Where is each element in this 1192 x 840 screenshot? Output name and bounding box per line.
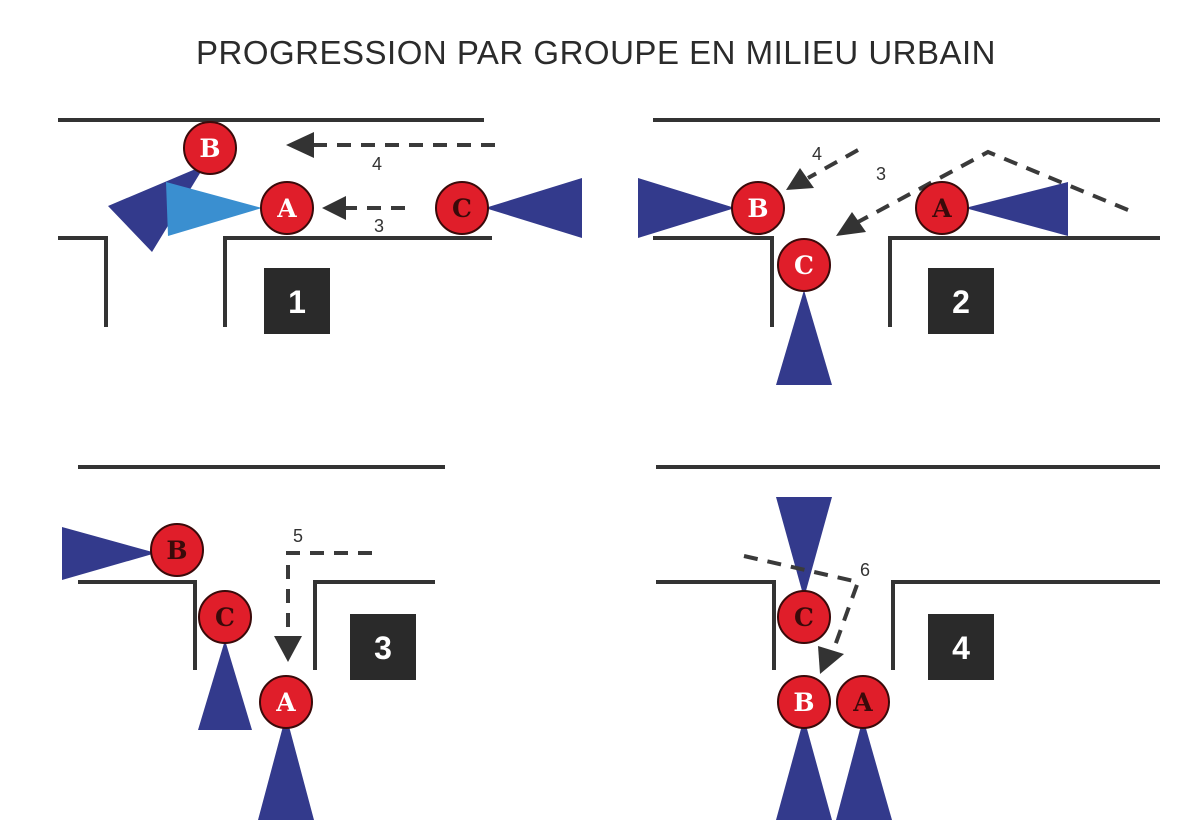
member-a-cone [836, 718, 892, 820]
panel-1-member-b: B [183, 121, 237, 175]
member-label: A [852, 688, 873, 717]
panel-2-walls [653, 118, 1160, 327]
panel-3-number: 3 [374, 630, 392, 666]
panel-2-step-3: 3 [876, 164, 886, 184]
member-a-cone [965, 182, 1068, 236]
panel-4-path-6: 6 [743, 554, 870, 674]
panel-4-member-c: C [777, 590, 831, 644]
panel-4-walls [656, 465, 1160, 670]
panel-2-number: 2 [952, 284, 970, 320]
panel-2-member-b: B [731, 181, 785, 235]
panel-1-badge: 1 [264, 268, 330, 334]
member-label: B [793, 688, 814, 717]
member-label: C [215, 603, 235, 632]
panel-1: 4 3 B A C 1 [58, 118, 582, 334]
member-label: A [276, 194, 297, 223]
panel-3: 5 B C A 3 [62, 465, 445, 820]
panel-1-step-1: 3 [374, 216, 384, 236]
member-b-cone [638, 178, 735, 238]
panel-4-number: 4 [952, 630, 970, 666]
panel-1-walls [58, 118, 492, 327]
member-label: B [166, 536, 187, 565]
panel-2-path-3: 3 [836, 149, 1129, 236]
panel-2: 3 4 B C A 2 [638, 118, 1160, 385]
member-label: B [747, 194, 768, 223]
panel-1-path-1: 3 [322, 196, 405, 236]
panel-1-path-2: 4 [286, 132, 495, 174]
member-c-cone [776, 290, 832, 385]
member-c-cone [198, 640, 252, 730]
panel-2-step-4: 4 [812, 144, 822, 164]
panel-1-step-2: 4 [372, 154, 382, 174]
panel-4-member-b: B [777, 675, 831, 729]
panel-3-member-b: B [150, 523, 204, 577]
panel-4-badge: 4 [928, 614, 994, 680]
panel-3-walls [78, 465, 445, 670]
member-a-cone [166, 182, 262, 236]
panel-3-step-5: 5 [293, 526, 303, 546]
panel-4-member-a: A [836, 675, 890, 729]
member-c-cone [485, 178, 582, 238]
member-label: A [931, 194, 952, 223]
panel-2-member-a: A [915, 181, 969, 235]
panel-3-member-a: A [259, 675, 313, 729]
member-label: C [794, 251, 814, 280]
panel-4-step-6: 6 [860, 560, 870, 580]
member-label: B [199, 134, 220, 163]
member-label: C [794, 603, 814, 632]
member-label: C [452, 194, 472, 223]
panel-3-badge: 3 [350, 614, 416, 680]
panel-2-member-c: C [777, 238, 831, 292]
member-b-cone [776, 718, 832, 820]
panel-4: 6 C B A 4 [656, 465, 1160, 820]
panel-1-member-a: A [260, 181, 314, 235]
panel-3-member-c: C [198, 590, 252, 644]
panel-2-path-4: 4 [786, 144, 859, 190]
member-c-cone [776, 497, 832, 598]
panel-3-path-5: 5 [274, 526, 372, 662]
member-a-cone [258, 715, 314, 820]
panel-1-member-c: C [435, 181, 489, 235]
member-label: A [275, 688, 296, 717]
panel-1-number: 1 [288, 284, 306, 320]
diagram-title: PROGRESSION PAR GROUPE EN MILIEU URBAIN [195, 34, 997, 71]
panel-2-badge: 2 [928, 268, 994, 334]
member-b-cone [62, 527, 156, 580]
